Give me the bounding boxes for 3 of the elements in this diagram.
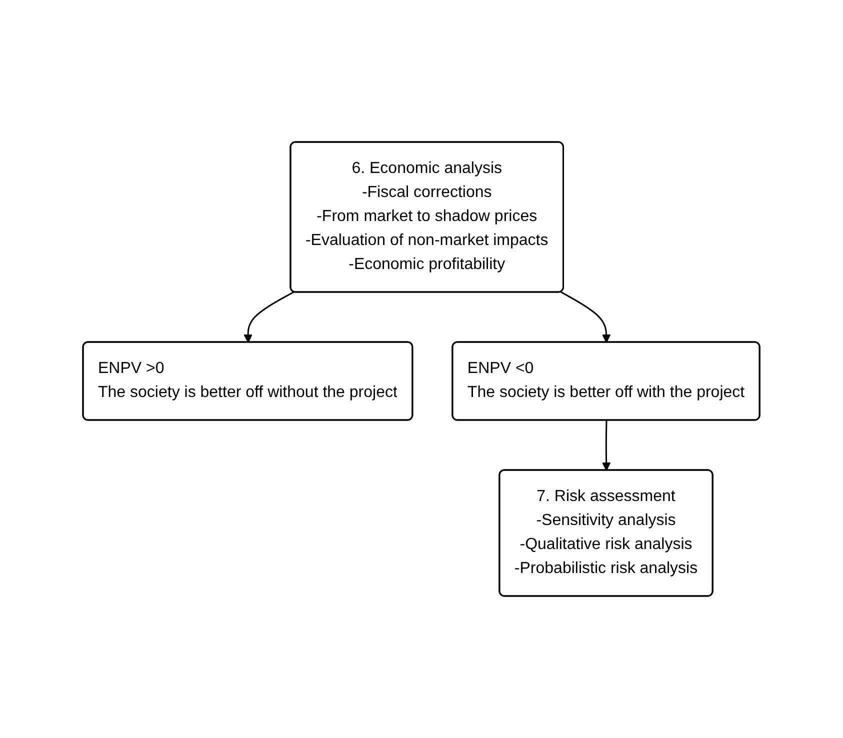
arrow [560,291,611,343]
arrow [244,291,294,343]
arrow [602,420,611,471]
